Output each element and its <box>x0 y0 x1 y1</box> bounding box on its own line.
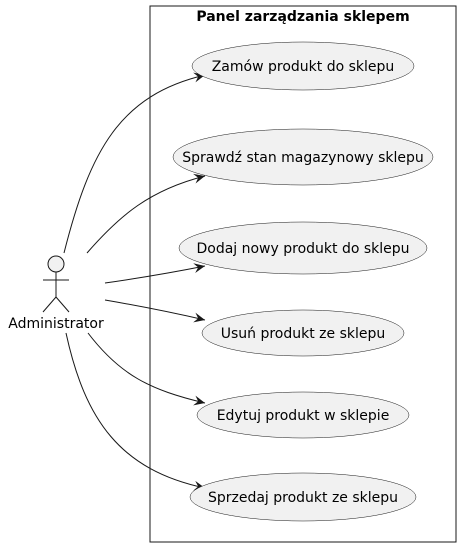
use-case-zamow: Zamów produkt do sklepu <box>191 41 415 91</box>
system-title: Panel zarządzania sklepem <box>196 9 409 25</box>
association-edytuj <box>87 332 206 406</box>
use-case-usun: Usuń produkt ze sklepu <box>201 309 405 357</box>
actor-left-leg <box>42 296 57 313</box>
association-sprzedaj <box>65 332 206 491</box>
association-usun <box>104 299 206 323</box>
association-zamow <box>63 72 206 254</box>
system-boundary <box>149 5 457 543</box>
use-case-label: Usuń produkt ze sklepu <box>221 326 386 342</box>
use-case-shape <box>172 128 434 186</box>
use-case-shape <box>178 221 428 275</box>
actor-label: Administrator <box>8 316 104 332</box>
association-sprawdz <box>86 173 206 254</box>
use-case-label: Zamów produkt do sklepu <box>212 59 395 75</box>
use-case-shape <box>201 309 405 357</box>
use-case-label: Sprzedaj produkt ze sklepu <box>208 490 398 506</box>
use-case-shape <box>196 391 410 439</box>
actor-right-leg <box>55 296 70 313</box>
association-dodaj <box>104 263 206 284</box>
actor-administrator <box>42 255 70 313</box>
associations <box>63 72 206 491</box>
use-case-label: Dodaj nowy produkt do sklepu <box>196 241 409 257</box>
use-case-shape <box>189 472 417 522</box>
use-case-sprzedaj: Sprzedaj produkt ze sklepu <box>189 472 417 522</box>
use-case-shape <box>191 41 415 91</box>
use-case-dodaj: Dodaj nowy produkt do sklepu <box>178 221 428 275</box>
use-case-edytuj: Edytuj produkt w sklepie <box>196 391 410 439</box>
actor-head <box>47 255 65 273</box>
use-case-label: Edytuj produkt w sklepie <box>217 408 390 424</box>
use-case-sprawdz: Sprawdź stan magazynowy sklepu <box>172 128 434 186</box>
use-case-label: Sprawdź stan magazynowy sklepu <box>182 150 424 166</box>
